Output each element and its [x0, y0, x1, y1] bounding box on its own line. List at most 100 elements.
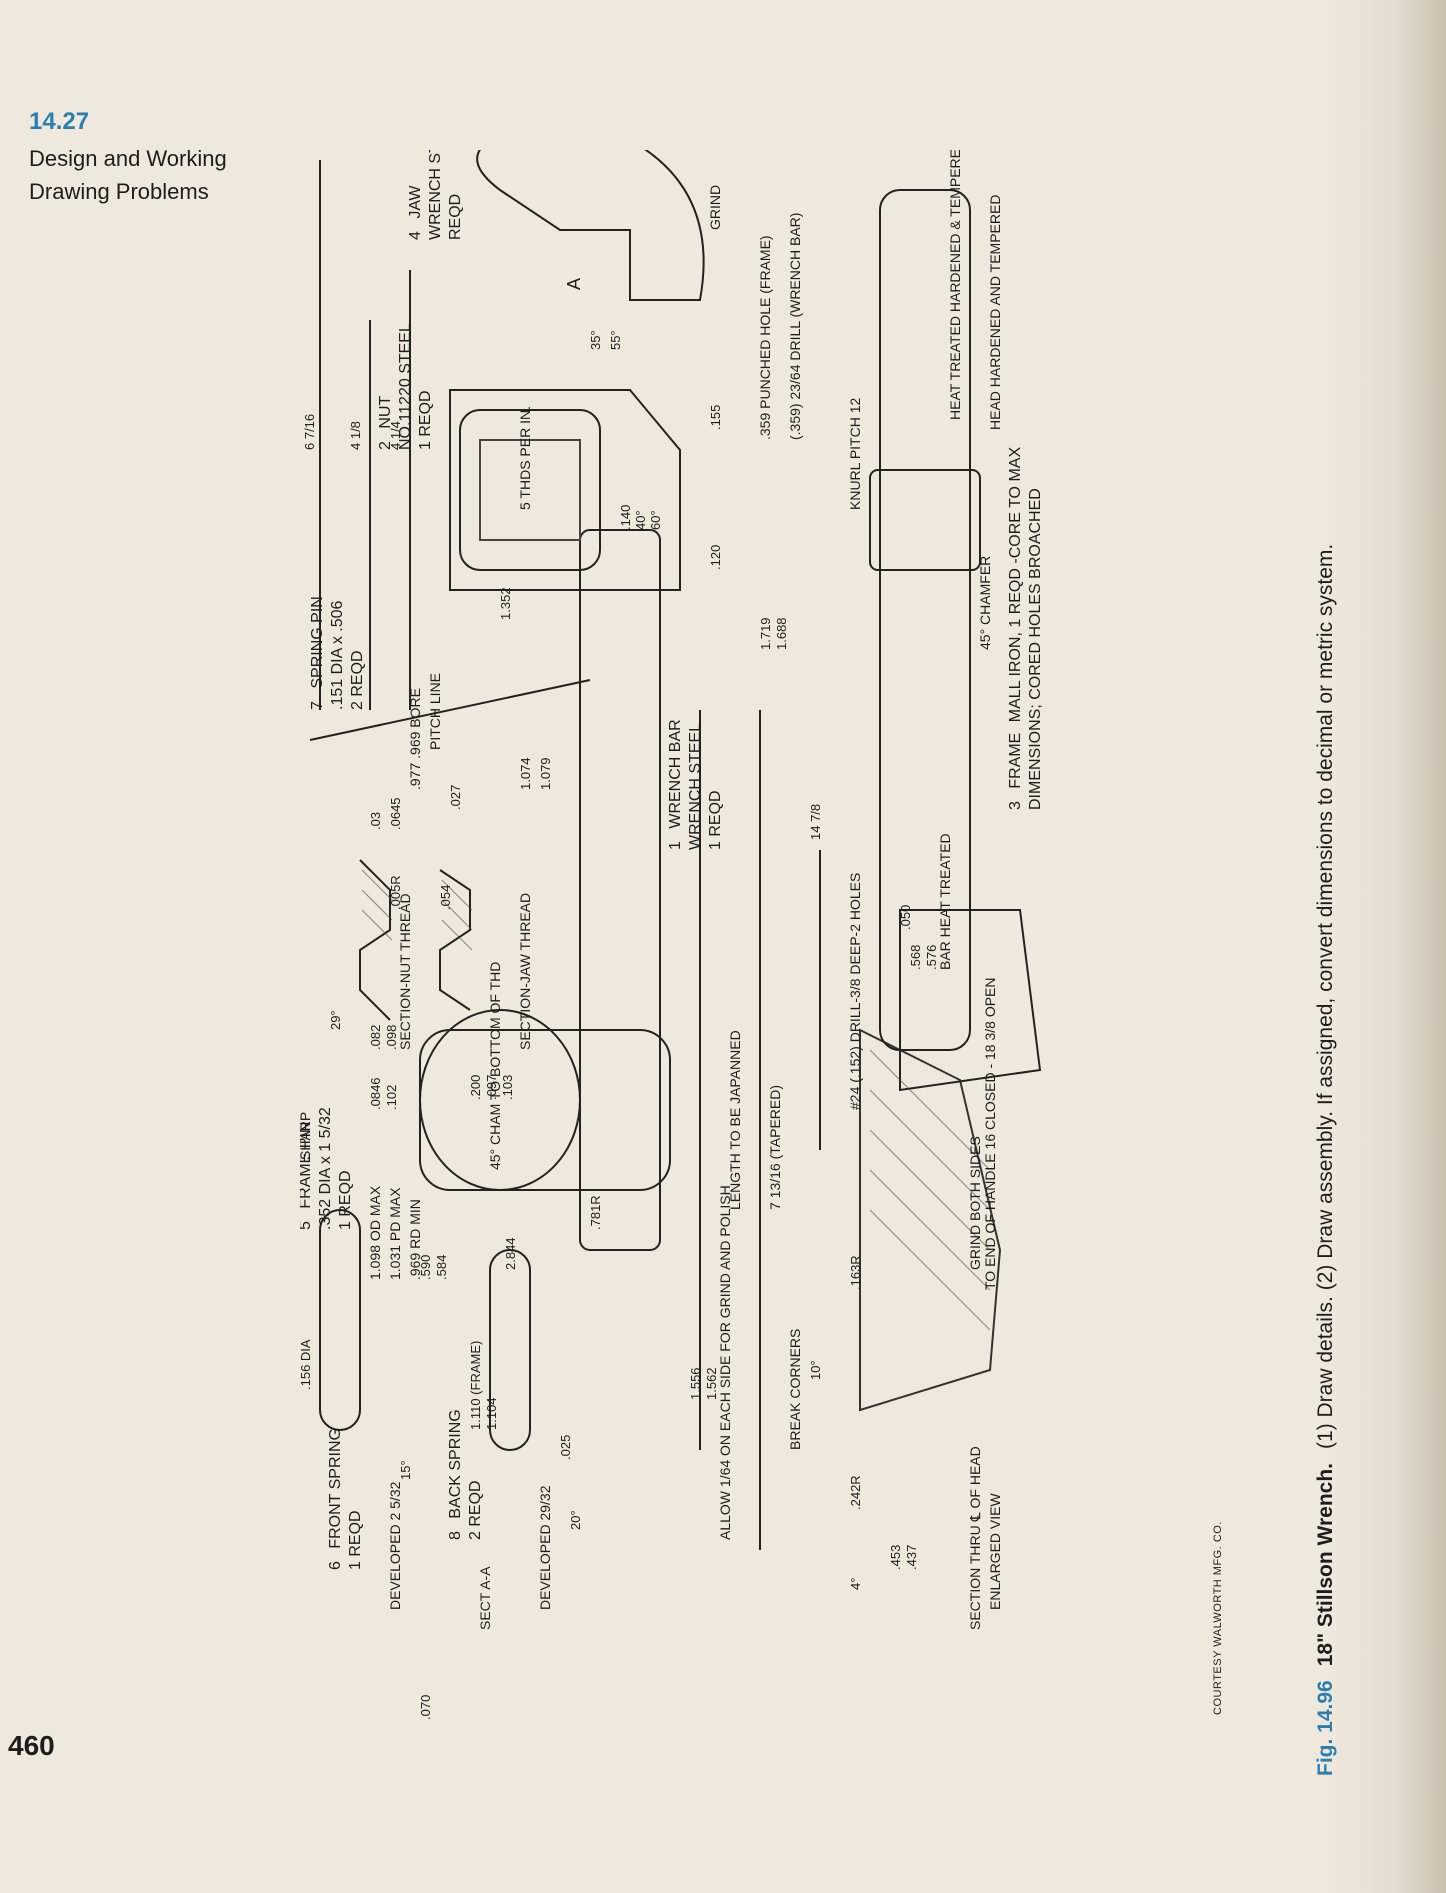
- dim-025: .025: [558, 1435, 573, 1460]
- part-7-name: 7 SPRING PIN: [309, 596, 326, 710]
- note-grind-both: GRIND BOTH SIDES: [967, 1136, 983, 1270]
- note-allow: ALLOW 1/64 ON EACH SIDE FOR GRIND AND PO…: [717, 1185, 733, 1540]
- note-enlarged: ENLARGED VIEW: [987, 1493, 1003, 1610]
- part-1-name: 1 WRENCH BAR: [667, 719, 684, 850]
- dim-overall-length: 14 7/8: [808, 804, 823, 840]
- part-3-name: 3 FRAME MALL IRON, 1 REQD -CORE TO MAX: [1007, 447, 1024, 810]
- figure-label: Fig. 14.96: [1314, 1680, 1337, 1776]
- dim-29deg: 29°: [328, 1010, 343, 1030]
- dim-nut-width: 4 1/8: [348, 421, 363, 450]
- dim-1-562: 1.562: [704, 1367, 719, 1400]
- part-7-material: .151 DIA x .506: [329, 600, 346, 710]
- dim-nut-width-2: 4 1/4: [388, 421, 403, 450]
- dim-156-dia: .156 DIA: [300, 1339, 313, 1390]
- dim-1-352: 1.352: [498, 587, 513, 620]
- dim-155: .155: [708, 405, 723, 430]
- note-to-end: TO END OF HANDLE 16 CLOSED - 18 3/8 OPEN: [982, 977, 998, 1290]
- dim-070: .070: [418, 1695, 433, 1720]
- note-bore: .977 .969 BORE: [407, 688, 423, 790]
- dim-0846: .0846: [368, 1077, 383, 1110]
- note-section-nut: SECTION-NUT THREAD: [397, 893, 413, 1050]
- stillson-wrench-drawing: 7 SPRING PIN .151 DIA x .506 2 REQD 1 WR…: [300, 150, 1044, 1720]
- part-1-material: WRENCH STEEL: [687, 723, 704, 850]
- note-knurl: KNURL PITCH 12: [847, 397, 863, 510]
- dim-453: .453: [888, 1545, 903, 1570]
- page-gutter-shadow: [1326, 0, 1446, 1893]
- note-od: 1.098 OD MAX: [367, 1185, 383, 1280]
- page-number: 460: [8, 1730, 55, 1761]
- part-7-qty: 2 REQD: [349, 650, 366, 710]
- dim-163r: .163R: [848, 1255, 863, 1290]
- dim-03: .03: [368, 812, 383, 830]
- note-cham: 45° CHAM TO BOTTOM OF THD: [487, 962, 503, 1170]
- dim-55deg: 55°: [608, 330, 623, 350]
- note-punched: .359 PUNCHED HOLE (FRAME): [757, 235, 773, 440]
- note-section-aa: SECT A-A: [477, 1566, 493, 1630]
- dim-0645: .0645: [388, 797, 403, 830]
- dim-60deg: 60°: [648, 510, 663, 530]
- note-grind: GRIND: [707, 185, 723, 230]
- part-2-material: NO.11220 STEEL: [397, 323, 414, 450]
- part-8-name: 8 BACK SPRING: [447, 1409, 464, 1540]
- dim-242r: .242R: [848, 1475, 863, 1510]
- dim-1-074: 1.074: [518, 757, 533, 790]
- note-drill-bar: (.359) 23/64 DRILL (WRENCH BAR): [787, 213, 803, 440]
- part-6-name: 6 FRONT SPRING: [327, 1428, 344, 1570]
- part-8-qty: 2 REQD: [467, 1480, 484, 1540]
- dim-4deg: 4°: [848, 1578, 863, 1590]
- dim-2-844: 2.844: [503, 1237, 518, 1270]
- note-break-corners: BREAK CORNERS: [787, 1329, 803, 1450]
- dim-35deg: 35°: [588, 330, 603, 350]
- figure-title: 18" Stillson Wrench.: [1314, 1462, 1337, 1667]
- dim-overall-top: 6 7/16: [302, 414, 317, 450]
- dim-frame: 1.110 (FRAME): [468, 1341, 483, 1430]
- note-drill-holes: #24 (.152) DRILL-3/8 DEEP-2 HOLES: [847, 873, 863, 1110]
- note-pd: 1.031 PD MAX: [387, 1187, 403, 1280]
- dim-102: .102: [384, 1085, 399, 1110]
- part-2-name: 2 NUT: [377, 396, 394, 450]
- part-4-qty: REQD: [447, 194, 464, 240]
- part-5-name: 5 FRAME PIN: [300, 1122, 314, 1230]
- dim-10deg: 10°: [808, 1360, 823, 1380]
- note-head-hardened: HEAD HARDENED AND TEMPERED: [987, 195, 1003, 430]
- dim-568: .568: [908, 945, 923, 970]
- part-6-qty: 1 REQD: [347, 1510, 364, 1570]
- note-sharp: SHARP: [300, 1112, 313, 1160]
- note-tapered: 7 13/16 (TAPERED): [767, 1085, 783, 1210]
- part-1-qty: 1 REQD: [707, 790, 724, 850]
- dim-15deg: 15°: [398, 1460, 413, 1480]
- dim-200: .200: [468, 1075, 483, 1100]
- dim-027: .027: [448, 785, 463, 810]
- note-developed2: DEVELOPED 29/32: [537, 1485, 553, 1610]
- note-chamfer: 45° CHAMFER: [977, 556, 993, 650]
- dim-097: .097: [484, 1075, 499, 1100]
- part-5-qty: 1 REQD: [337, 1170, 354, 1230]
- courtesy-credit: COURTESY WALWORTH MFG. CO.: [1212, 1521, 1224, 1715]
- section-number: 14.27: [29, 108, 90, 135]
- dim-1-719: 1.719: [758, 617, 773, 650]
- note-rd: .969 RD MIN: [407, 1199, 423, 1280]
- note-section-jaw: SECTION-JAW THREAD: [517, 893, 533, 1050]
- note-bar-heat: BAR HEAT TREATED: [937, 833, 953, 970]
- note-section-head: SECTION THRU ℄ OF HEAD: [967, 1446, 983, 1630]
- dim-section-mark-a: A: [564, 278, 584, 290]
- dim-054: .054: [438, 885, 453, 910]
- dim-082: .082: [368, 1025, 383, 1050]
- note-threads: 5 THDS PER IN.: [517, 406, 533, 510]
- section-title: Design and Working Drawing Problems: [29, 146, 227, 204]
- part-5-material: .352 DIA x 1 5/32: [317, 1107, 334, 1230]
- dim-098: .098: [384, 1025, 399, 1050]
- part-4-material: WRENCH STEEL: [427, 150, 444, 240]
- note-pitch-line: PITCH LINE: [427, 673, 443, 750]
- dim-1-104: 1.104: [484, 1397, 499, 1430]
- dim-1-688: 1.688: [774, 617, 789, 650]
- dim-437: .437: [904, 1545, 919, 1570]
- dim-1-079: 1.079: [538, 757, 553, 790]
- dim-1-556: 1.556: [688, 1367, 703, 1400]
- dim-120: .120: [708, 545, 723, 570]
- dim-781r: .781R: [588, 1195, 603, 1230]
- note-length-japanned: LENGTH TO BE JAPANNED: [727, 1030, 743, 1210]
- note-heat-treat: HEAT TREATED HARDENED & TEMPERED: [947, 150, 963, 420]
- part-2-qty: 1 REQD: [417, 390, 434, 450]
- dim-005r: .005R: [388, 875, 403, 910]
